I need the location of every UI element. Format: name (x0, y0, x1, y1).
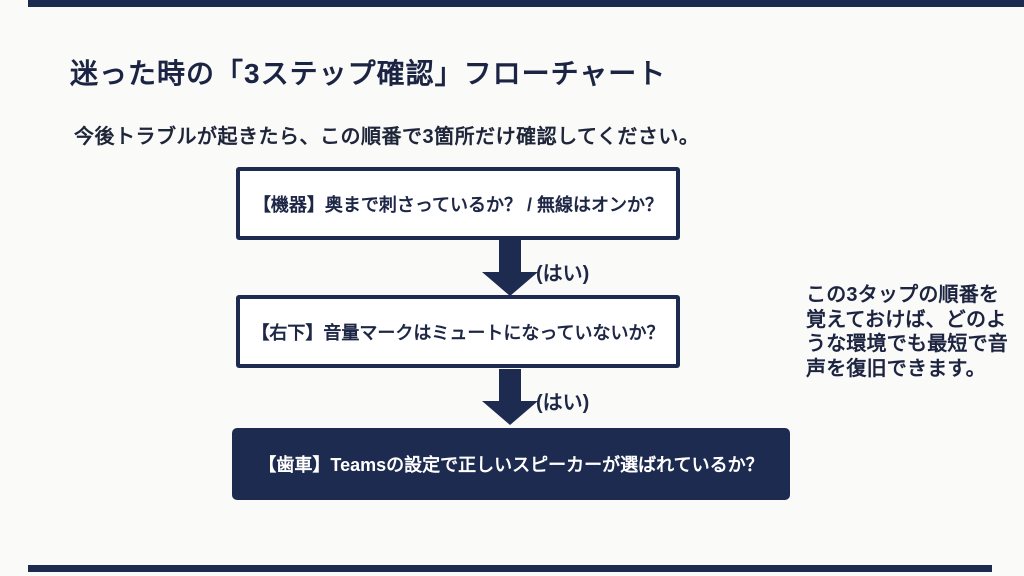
flow-step-1-device: 【機器】奥まで刺さっているか？ / 無線はオンか？ (236, 167, 680, 240)
flow-step-3-teams-settings: 【歯車】Teamsの設定で正しいスピーカーが選ばれているか？ (232, 428, 790, 500)
side-note: この3タップの順番を 覚えておけば、どのよ うな環境でも最短で音 声を復旧できま… (806, 283, 1021, 381)
down-arrow-icon (482, 369, 538, 425)
flow-step-2-volume: 【右下】音量マークはミュートになっていないか？ (236, 295, 680, 368)
top-accent-bar (28, 0, 1024, 7)
bottom-accent-bar (28, 565, 992, 572)
side-note-line: 覚えておけば、どのよ (806, 308, 1007, 331)
flow-step-2-label: 【右下】音量マークはミュートになっていないか？ (251, 322, 665, 343)
side-note-line: うな環境でも最短で音 (806, 333, 1008, 355)
page-subtitle: 今後トラブルが起きたら、この順番で3箇所だけ確認してください。 (74, 126, 700, 148)
side-note-line: この3タップの順番を (806, 284, 1000, 306)
connector-label-yes-2: (はい) (536, 392, 590, 414)
side-note-line: 声を復旧できます。 (806, 357, 986, 380)
page-title: 迷った時の「3ステップ確認」フローチャート (70, 58, 667, 89)
flow-step-3-label: 【歯車】Teamsの設定で正しいスピーカーが選ばれているか？ (258, 455, 764, 475)
connector-label-yes-1: (はい) (536, 263, 590, 285)
flow-step-1-label: 【機器】奥まで刺さっているか？ / 無線はオンか？ (252, 194, 664, 215)
down-arrow-icon (482, 240, 538, 296)
